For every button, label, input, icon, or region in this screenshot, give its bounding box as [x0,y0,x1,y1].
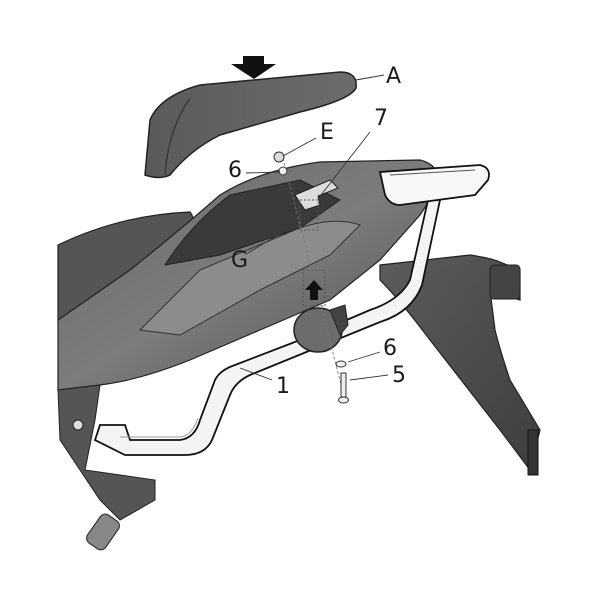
callout-6-bottom: 6 [383,336,397,361]
up-arrow-icon [302,269,326,307]
side-frame [93,164,490,456]
turn-signal [293,304,349,353]
callout-a: A [386,64,402,89]
callout-6-top: 6 [228,158,242,183]
rear-hugger [379,254,541,476]
nut-e [273,151,285,163]
down-arrow-icon [231,56,276,79]
callout-5: 5 [392,363,406,388]
footpeg-bracket [57,384,156,551]
callout-e: E [320,120,334,145]
washer-6-bottom [335,360,347,368]
washer-6-top [278,166,288,176]
pillion-seat [144,71,357,179]
callout-7: 7 [374,106,388,131]
assembly-path [282,157,346,401]
callout-g: G [231,248,249,273]
callout-1: 1 [276,374,290,399]
bolt-5 [338,372,349,404]
tail-body [57,159,441,391]
leader-lines [239,74,389,381]
